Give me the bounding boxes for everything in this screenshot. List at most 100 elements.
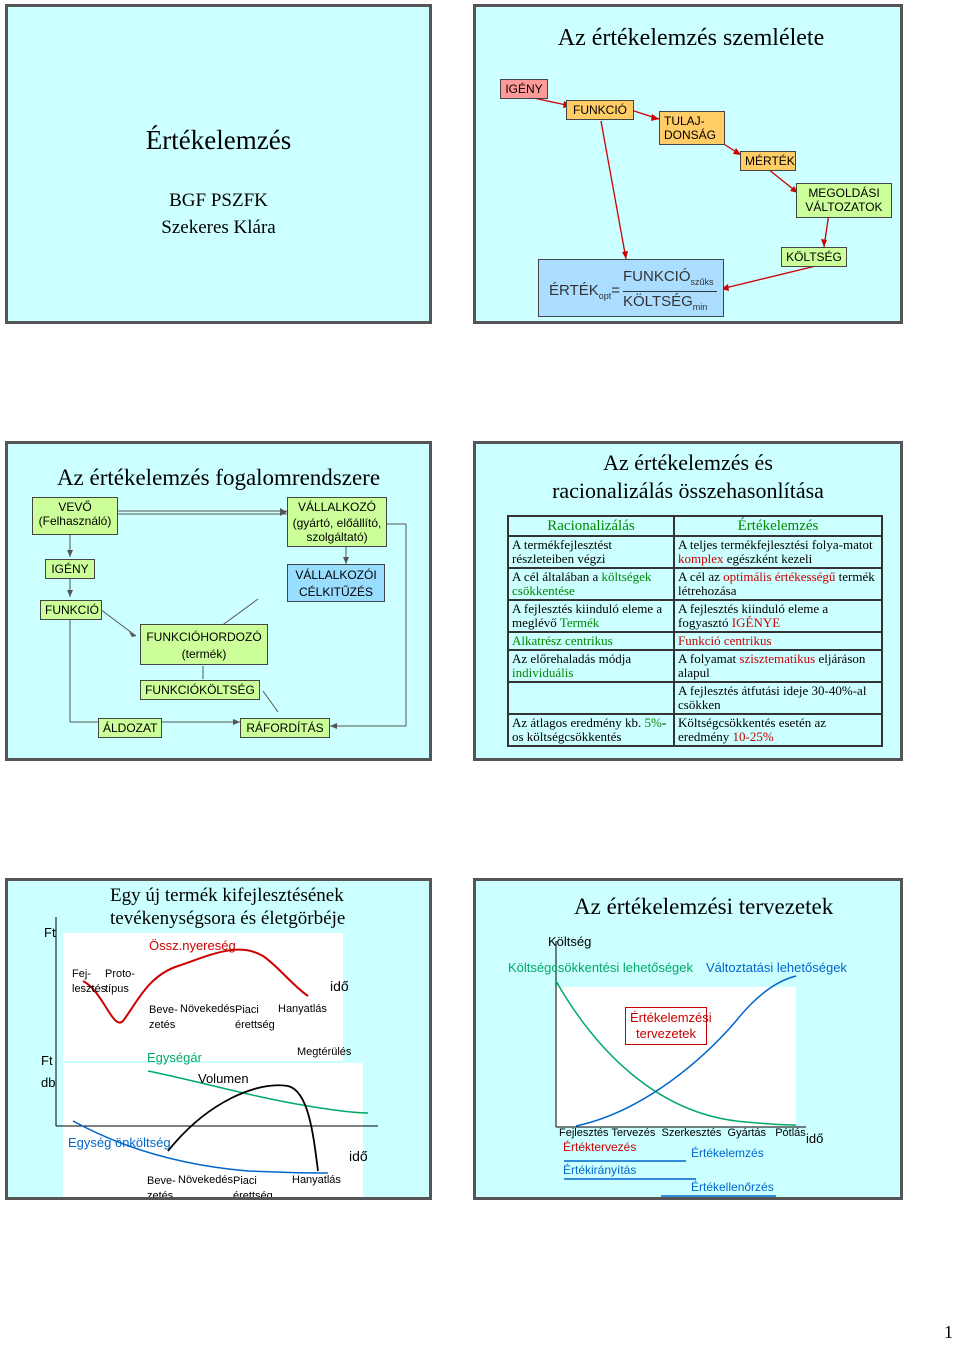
r3a-highlight: Termék	[559, 615, 600, 630]
cell-r5b: A folyamat szisztematikus eljáráson alap…	[673, 649, 883, 683]
bevezetes-label-bottom: Beve- zetés	[147, 1174, 176, 1197]
piaci-erettseg-label-bottom: Piaci érettség	[233, 1174, 273, 1200]
novekedes-label-bottom: Növekedés	[178, 1174, 234, 1186]
et-line1: Értékelemzési	[630, 1010, 712, 1025]
formula-ertek: ÉRTÉK	[549, 282, 599, 299]
slide4-title-line1: Az értékelemzés és	[603, 450, 773, 475]
r5a-text: Az előrehaladás módja	[512, 651, 632, 666]
table-row: Alkatrész centrikus Funkció centrikus	[507, 631, 883, 651]
celkituzes-line2: CÉLKITŰZÉS	[298, 585, 373, 599]
comparison-table: Racionalizálás Értékelemzés A termékfejl…	[507, 515, 883, 747]
slide1-institution: BGF PSZFK	[169, 190, 268, 211]
volume-curve	[167, 1084, 319, 1172]
fh-line2: (termék)	[181, 647, 227, 661]
chart-panel-top	[63, 933, 343, 1061]
bevezetes-label: Beve- zetés	[149, 1003, 178, 1033]
slide1-author: Szekeres Klára	[161, 217, 276, 238]
egyseg-onkoltseg-label: Egység önköltség	[68, 1135, 171, 1150]
tulajdonsag-box: TULAJ- DONSÁG	[659, 111, 725, 145]
cell-r6a	[507, 681, 675, 715]
koltseg-label: Költség	[548, 934, 592, 949]
koltseg-box: KÖLTSÉG	[781, 247, 847, 267]
cell-r6b: A fejlesztés átfutási ideje 30-40%-al cs…	[673, 681, 883, 715]
slide-szemlelet: Az értékelemzés szemlélete IGÉNY FUNKCIÓ…	[473, 4, 903, 324]
slide2-title: Az értékelemzés szemlélete	[557, 25, 825, 51]
vallalkozo-line2: (gyártó, előállító,	[292, 516, 382, 530]
db-label: db	[41, 1075, 56, 1090]
r1b-highlight: komplex	[678, 551, 724, 566]
slide5-title-line2: tevékenységsora és életgörbéje	[110, 908, 346, 929]
formula-den: KÖLTSÉG	[623, 293, 693, 310]
vevo-box: VEVŐ (Felhasználó)	[32, 497, 118, 535]
piaci-line2: érettség	[235, 1019, 275, 1031]
formula-den-sub: min	[692, 302, 708, 312]
piaci-line1: Piaci	[235, 1004, 259, 1016]
cell-r7b: Költségcsökkentés esetén az eredmény 10-…	[673, 713, 883, 747]
formula-opt: opt	[598, 291, 612, 301]
ertekelemzesi-tervezetek-box: Értékelemzési tervezetek	[625, 1007, 712, 1045]
tulajdonsag-line2: DONSÁG	[664, 128, 717, 142]
r2a-highlight: költségek csökkentése	[512, 569, 652, 598]
cell-r1a: A termékfejlesztést részleteiben végzi	[507, 535, 675, 569]
r2b-text: A cél az	[678, 569, 724, 584]
megoldasi-valtozatok-box: MEGOLDÁSI VÁLTOZATOK	[796, 183, 892, 218]
proto-line1: Proto-	[105, 968, 135, 980]
egysegar-label: Egységár	[147, 1050, 202, 1065]
ertekelemzes-label: Értékelemzés	[691, 1146, 764, 1160]
igeny-box: IGÉNY	[500, 79, 548, 99]
slide5-title-line1: Egy új termék kifejlesztésének	[110, 885, 344, 906]
r5b-text2: eljáráson alapul	[678, 651, 866, 680]
novekedes-label: Növekedés	[180, 1003, 236, 1015]
beve-line2: zetés	[149, 1019, 176, 1031]
formula-fraction-line	[623, 291, 717, 292]
slide3-connectors	[67, 508, 407, 729]
r3a-text: A fejlesztés kiinduló eleme a meglévő	[512, 601, 663, 630]
koltsegcsokkentesi-label: Költségcsökkentési lehetőségek	[508, 960, 694, 975]
cost-reduction-curve	[555, 980, 797, 1126]
unit-cost-curve	[72, 1120, 329, 1174]
ertekellenorzes-label: Értékellenőrzés	[691, 1180, 774, 1194]
formula-box: ÉRTÉKopt= FUNKCIÓszűks KÖLTSÉGmin	[538, 259, 724, 317]
vevo-line2: (Felhasználó)	[38, 514, 112, 528]
piaci2-line2: érettség	[233, 1190, 273, 1200]
cell-r3b: A fejlesztés kiinduló eleme a fogyasztó …	[673, 599, 883, 633]
table-row: A cél általában a költségek csökkentése …	[507, 567, 883, 601]
fej-line2: lesztés	[72, 983, 107, 995]
cell-r3a: A fejlesztés kiinduló eleme a meglévő Te…	[507, 599, 675, 633]
hanyatlas-label: Hanyatlás	[278, 1003, 327, 1015]
tulajdonsag-line1: TULAJ-	[664, 114, 705, 128]
funkciohordozo-box: FUNKCIÓHORDOZÓ (termék)	[140, 624, 268, 665]
slide1-title: Értékelemzés	[145, 125, 292, 155]
unit-price-curve	[147, 1070, 369, 1114]
r3b-text: A fejlesztés kiinduló eleme a fogyasztó	[678, 601, 829, 630]
ft-label-top: Ft	[44, 925, 56, 940]
valtoztatasi-label: Változtatási lehetőségek	[706, 960, 847, 975]
ossz-nyereseg-label: Össz.nyereség	[149, 938, 236, 953]
et-line2: tervezetek	[636, 1026, 696, 1041]
megoldasi-line2: VÁLTOZATOK	[805, 200, 883, 214]
r3b-highlight: IGÉNYE	[731, 615, 781, 630]
cell-r2a: A cél általában a költségek csökkentése	[507, 567, 675, 601]
col-ertekelemzes: Értékelemzés	[673, 515, 883, 537]
fejlesztes-label: Fej- lesztés	[72, 967, 106, 997]
funkcio-box: FUNKCIÓ	[566, 100, 634, 120]
r2a-text: A cél általában a	[512, 569, 602, 584]
formula-num: FUNKCIÓ	[623, 268, 691, 285]
cell-r7a: Az átlagos eredmény kb. 5%-os költségcsö…	[507, 713, 675, 747]
phases-label: Fejlesztés Tervezés Szerkesztés Gyártás …	[559, 1127, 806, 1139]
fh-line1: FUNKCIÓHORDOZÓ	[146, 630, 262, 644]
r2b-text2: termék létrehozása	[678, 569, 875, 598]
megoldasi-line1: MEGOLDÁSI	[808, 186, 880, 200]
proto-line2: típus	[105, 983, 129, 995]
table-row: Az előrehaladás módja individuális A fol…	[507, 649, 883, 683]
slide6-title: Az értékelemzési tervezetek	[574, 894, 834, 919]
r1b-text2: egészként kezeli	[723, 551, 813, 566]
ido-label-top: idő	[330, 978, 349, 994]
cell-r2b: A cél az optimális értékességű termék lé…	[673, 567, 883, 601]
page-number: 1	[944, 1322, 953, 1342]
ertektervezes-label: Értéktervezés	[563, 1140, 637, 1154]
funkcio-box: FUNKCIÓ	[40, 600, 102, 620]
slide-osszehasonlitas: Az értékelemzés és racionalizálás összeh…	[473, 441, 903, 761]
aldozat-box: ÁLDOZAT	[98, 718, 162, 738]
r7b-highlight: 10-25%	[732, 729, 774, 744]
